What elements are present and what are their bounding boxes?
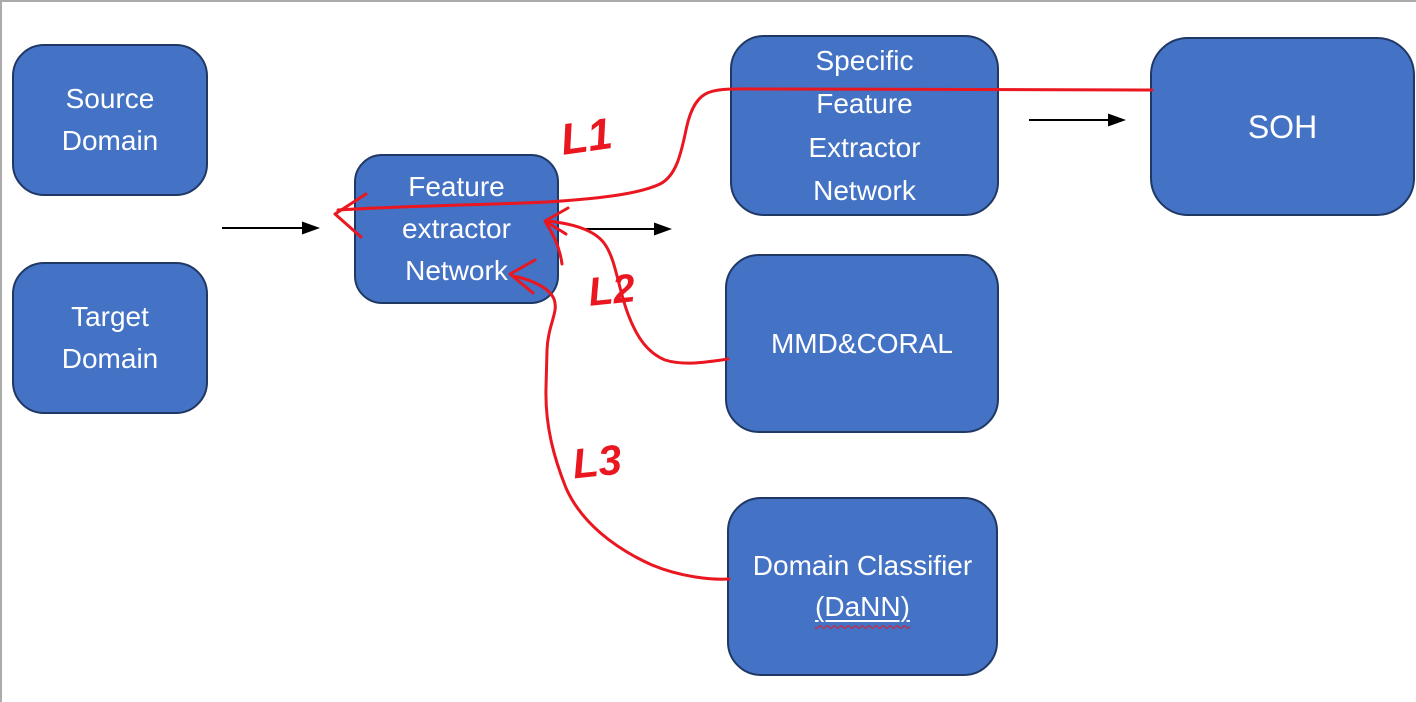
node-mmd-coral: MMD&CORAL	[725, 254, 999, 433]
annotation-label-l3: L3	[570, 436, 624, 488]
node-target-domain: Target Domain	[12, 262, 208, 414]
node-mmd-coral-label: MMD&CORAL	[770, 327, 953, 359]
node-feature-extractor-network: Feature extractor Network	[354, 154, 559, 304]
node-specific-feature-extractor-label: Specific Feature Extractor Network	[808, 44, 921, 206]
red-annotation-l3-line	[508, 258, 731, 581]
node-domain-classifier: Domain Classifier (DaNN)	[727, 497, 998, 676]
node-domain-classifier-line1: Domain Classifier	[752, 549, 973, 581]
node-feature-extractor-label: Feature extractor Network	[402, 171, 511, 286]
node-domain-classifier-line2-underline: (DaNN)	[815, 587, 910, 628]
annotation-label-l2: L2	[586, 266, 637, 315]
node-source-domain: Source Domain	[12, 44, 208, 196]
annotation-label-l1: L1	[558, 109, 616, 165]
node-soh-label: SOH	[1247, 108, 1318, 145]
arrow-feature-extractor-to-right	[582, 222, 672, 236]
node-domain-classifier-line2: (DaNN)	[815, 590, 910, 622]
red-annotation-l2-line	[543, 206, 730, 365]
node-specific-feature-extractor-network: Specific Feature Extractor Network	[730, 35, 999, 216]
arrow-specific-to-soh	[1029, 113, 1126, 127]
arrow-domains-to-feature-extractor	[222, 221, 320, 235]
node-target-domain-label: Target Domain	[61, 301, 159, 374]
node-source-domain-label: Source Domain	[61, 83, 159, 156]
node-soh: SOH	[1150, 37, 1415, 216]
